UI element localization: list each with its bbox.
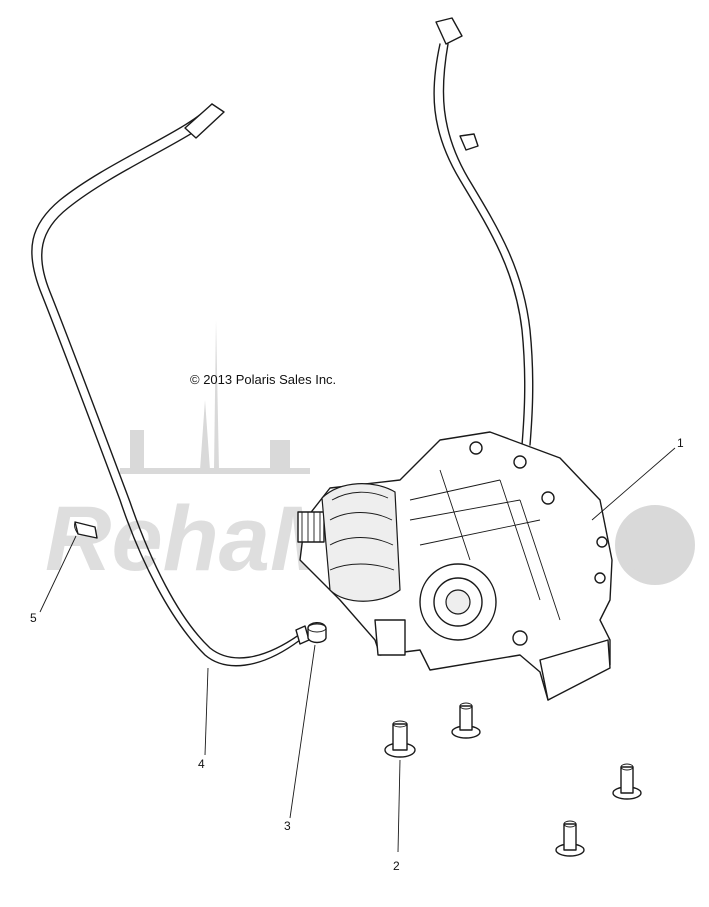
- vent-hose-right[interactable]: [433, 17, 534, 446]
- hose-clip[interactable]: [74, 521, 98, 539]
- bolt-d[interactable]: [612, 763, 642, 800]
- gearcase-housing[interactable]: [297, 431, 613, 701]
- bolt-b[interactable]: [384, 720, 416, 758]
- callout-2: 2: [393, 859, 400, 873]
- vent-hose-left[interactable]: [31, 103, 310, 667]
- callout-3: 3: [284, 819, 291, 833]
- leader-lines: [39, 447, 676, 853]
- callout-5: 5: [30, 611, 37, 625]
- callout-4: 4: [198, 757, 205, 771]
- hose-fitting[interactable]: [307, 622, 327, 644]
- bolt-c[interactable]: [555, 820, 585, 857]
- bolt-a[interactable]: [451, 702, 481, 739]
- callout-1: 1: [677, 436, 684, 450]
- copyright-text: © 2013 Polaris Sales Inc.: [190, 372, 336, 387]
